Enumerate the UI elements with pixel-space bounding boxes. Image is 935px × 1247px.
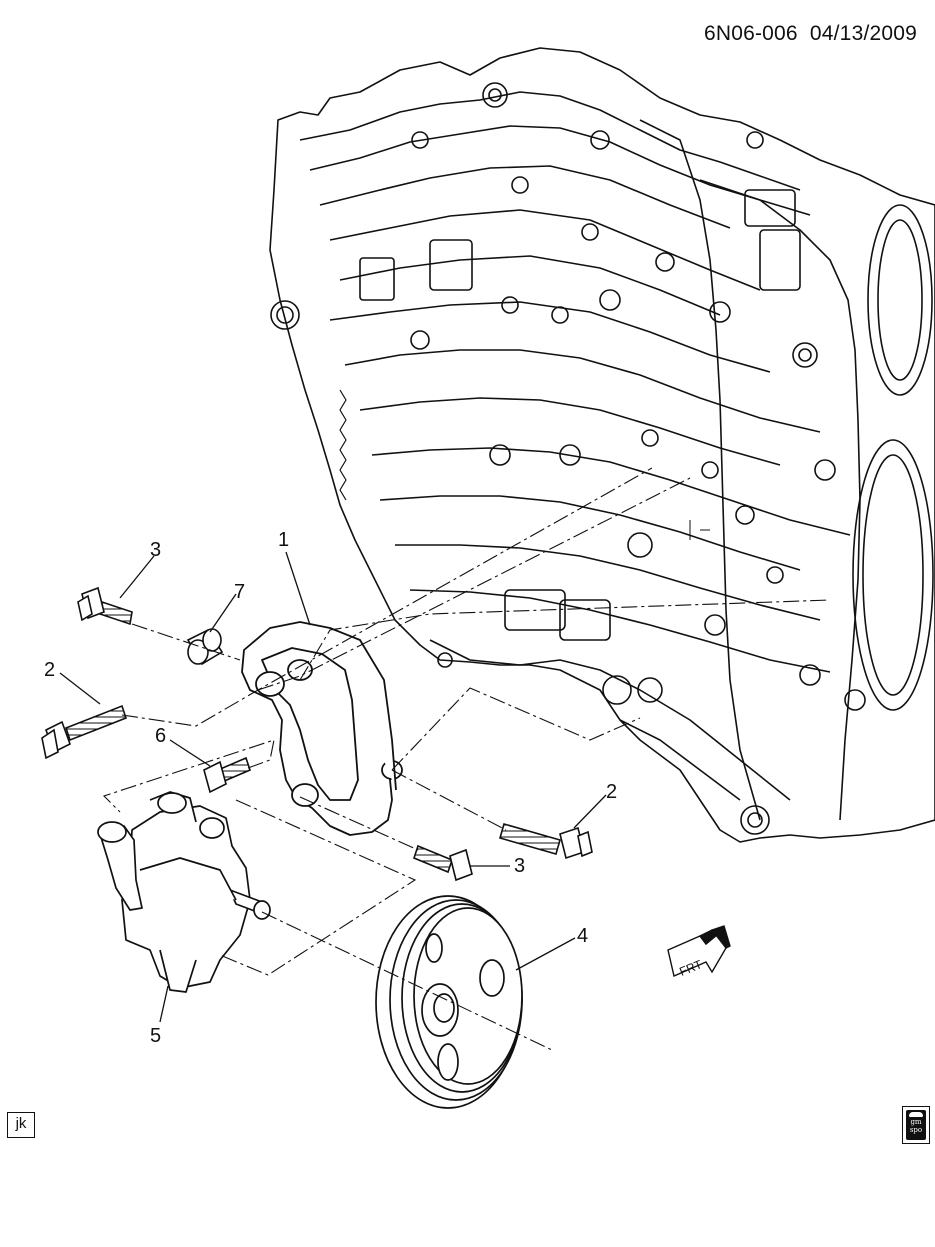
bolt-2-right <box>499 823 593 860</box>
pulley-4 <box>375 895 523 1109</box>
callout-7: 7 <box>234 581 245 603</box>
engine-block <box>269 47 935 843</box>
callout-5: 5 <box>150 1025 161 1047</box>
diagram-code: 6N06-006 <box>703 22 798 45</box>
callout-3-lower: 3 <box>514 855 525 877</box>
callout-3-upper: 3 <box>150 539 161 561</box>
bolt-2-left <box>41 704 127 760</box>
callout-4: 4 <box>577 925 588 947</box>
bolt-6 <box>203 756 251 794</box>
bolt-3-upper <box>77 586 133 626</box>
callout-1: 1 <box>278 529 289 551</box>
logo-text-gm: gm <box>910 1118 922 1126</box>
callout-labels: 1 3 7 2 6 2 3 4 5 <box>44 529 617 1047</box>
diagram-header: 6N06-006 04/13/2009 <box>704 22 917 46</box>
logo-text-spo: spo <box>909 1126 923 1134</box>
front-direction-arrow-icon: FRT <box>667 925 731 979</box>
assembly-leader-lines <box>102 467 831 1051</box>
mounting-bracket-1 <box>241 621 403 836</box>
callout-leaders <box>59 551 607 1023</box>
bolt-3-lower <box>413 844 473 882</box>
diagram-date: 04/13/2009 <box>809 22 917 45</box>
spacer-7 <box>186 628 224 666</box>
drawing-tag: jk <box>7 1112 35 1138</box>
callout-2-right: 2 <box>606 781 617 803</box>
callout-6: 6 <box>155 725 166 747</box>
power-steering-pump-5 <box>97 791 271 993</box>
callout-2-left: 2 <box>44 659 55 681</box>
